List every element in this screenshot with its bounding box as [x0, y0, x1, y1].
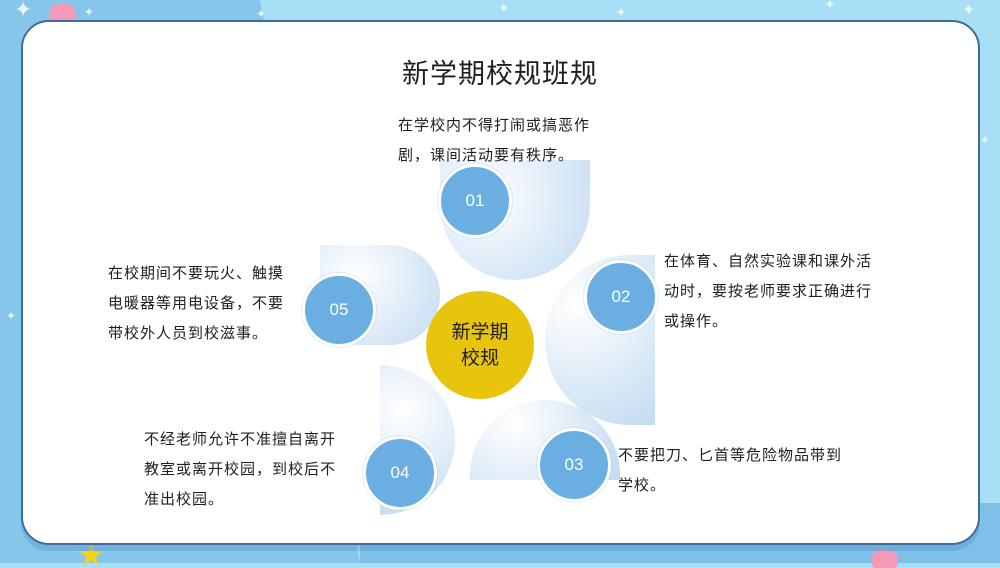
- sparkle-icon: ✦: [824, 0, 836, 13]
- center-line-2: 校规: [460, 347, 499, 369]
- item-05-text: 在校期间不要玩火、触摸 电暖器等用电设备，不要 带校外人员到校滋事。: [108, 264, 285, 342]
- sparkle-icon: ✦: [14, 0, 33, 23]
- sparkle-icon: ✦: [615, 5, 627, 21]
- item-03-number: 03: [537, 428, 611, 502]
- pink-star-icon: [50, 4, 76, 22]
- sparkle-icon: ✦: [6, 309, 17, 323]
- item-04-number: 04: [363, 436, 437, 510]
- sparkle-icon: ✦: [962, 0, 976, 19]
- item-04-text: 不经老师允许不准擅自离开 教室或离开校园，到校后不 准出校园。: [144, 430, 337, 508]
- sparkle-icon: ✦: [256, 7, 267, 21]
- sparkle-icon: ✦: [980, 133, 991, 147]
- item-03-text: 不要把刀、匕首等危险物品带到 学校。: [618, 446, 843, 494]
- item-02-text: 在体育、自然实验课和课外活 动时，要按老师要求正确进行 或操作。: [664, 252, 873, 330]
- item-02-number: 02: [584, 260, 658, 334]
- item-05-number: 05: [302, 273, 376, 347]
- pink-star-icon: [872, 550, 898, 568]
- center-circle: 新学期 校规: [426, 291, 534, 399]
- sparkle-icon: ✦: [84, 5, 95, 19]
- page-title: 新学期校规班规: [402, 59, 598, 90]
- center-line-1: 新学期: [451, 321, 509, 343]
- item-01-text: 在学校内不得打闹或搞恶作 剧，课间活动要有秩序。: [398, 116, 591, 164]
- sparkle-icon: ✦: [498, 1, 510, 17]
- item-01-number: 01: [438, 164, 512, 238]
